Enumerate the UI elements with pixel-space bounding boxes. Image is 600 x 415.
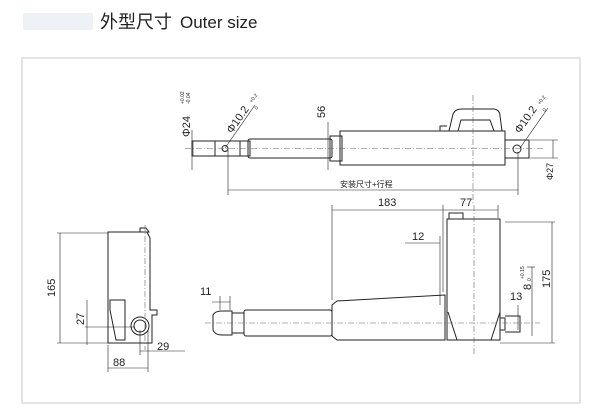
motor-width-label: 77	[460, 197, 472, 209]
title-en: Outer size	[180, 13, 258, 32]
side-height-label: 165	[46, 279, 58, 297]
frame	[21, 57, 581, 404]
front-view	[205, 205, 555, 355]
rear-diameter-label: Φ27	[545, 163, 555, 180]
body-height-label: 56	[316, 106, 328, 118]
side-width-label: 88	[113, 357, 125, 369]
title-accent-bar	[23, 13, 93, 30]
rod-tol-lower: -0.04	[186, 92, 192, 104]
hole-height-label: 27	[75, 313, 87, 325]
front-hole-label: Φ10.2	[225, 104, 252, 136]
rear-hole-label: Φ10.2	[513, 104, 540, 136]
side-view-labels: 165 27 88 29	[46, 279, 169, 369]
slot-tol-lower: 0	[527, 278, 533, 281]
rod-diameter-label: Φ24	[181, 116, 193, 137]
page-title: 外型尺寸 Outer size	[100, 8, 257, 34]
front-hole-tol-lower: 0	[254, 105, 261, 111]
motor-housing	[448, 108, 503, 132]
rear-clevis	[504, 139, 530, 159]
title-cn: 外型尺寸	[100, 12, 172, 32]
front-view-labels: 183 77 12 11 8 +0.15 0 13 175	[200, 197, 553, 303]
top-view-labels: Φ24 +0.02 -0.04 Φ10.2 +0.2 0 56 Φ10.2 +0…	[180, 91, 555, 189]
rear-end-label: 13	[510, 291, 522, 303]
side-offset-label: 29	[157, 341, 169, 353]
top-view	[185, 95, 558, 205]
rear-hole-tol-upper: +0.2	[537, 94, 548, 106]
rod-end-label: 11	[200, 286, 211, 298]
body	[339, 130, 506, 166]
install-length-label: 安装尺寸+行程	[340, 179, 393, 189]
total-height-label: 175	[541, 270, 553, 288]
front-hole-tol-upper: +0.2	[249, 92, 260, 104]
rod-tol-upper: +0.02	[180, 91, 186, 104]
motor-offset-label: 183	[378, 197, 396, 209]
slot-label: 8	[522, 284, 534, 290]
side-view	[57, 225, 185, 372]
slot-tol-upper: +0.15	[520, 266, 526, 279]
rear-hole-tol-lower: 0	[542, 107, 549, 113]
gap-label: 12	[412, 231, 424, 243]
